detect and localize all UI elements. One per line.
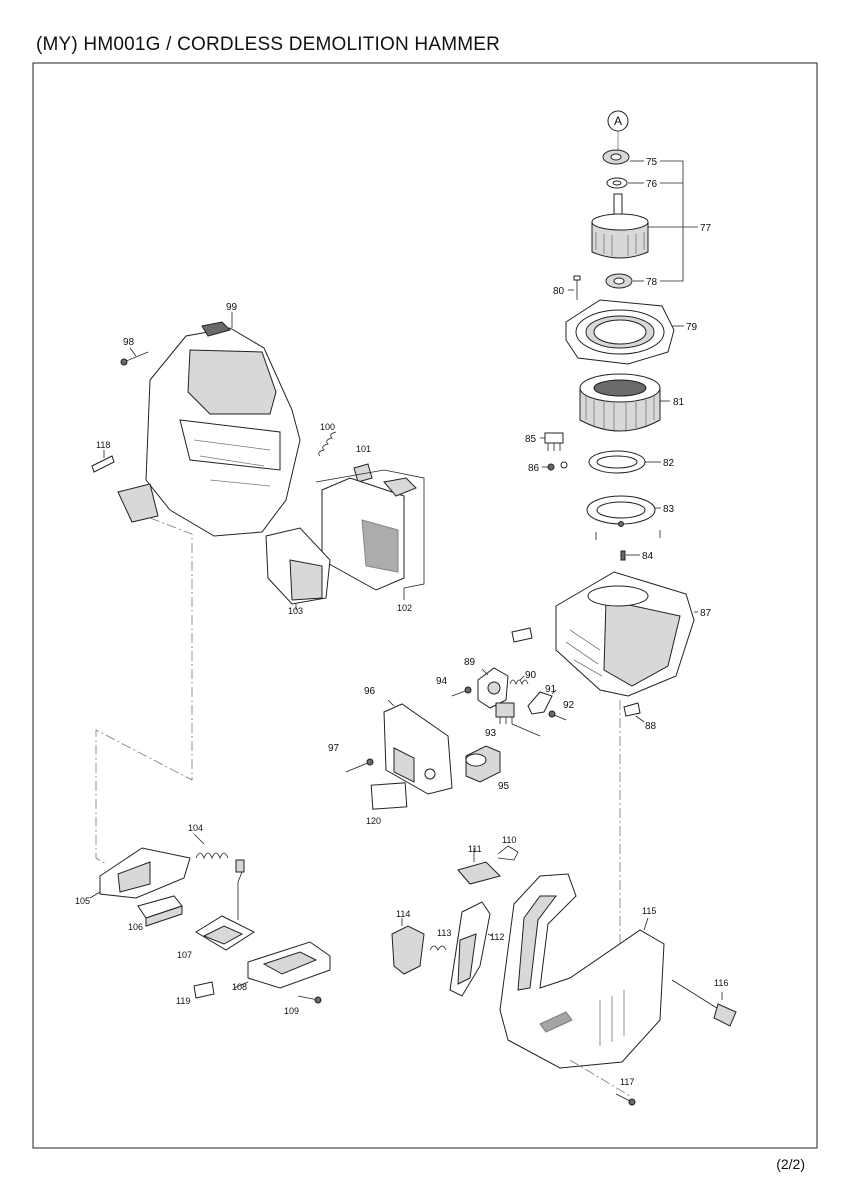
label-110: 110 [502,835,516,845]
label-97: 97 [328,743,340,754]
part-104-spring [193,833,229,860]
label-84: 84 [642,551,654,562]
part-86-screw [542,461,568,471]
part-87-motor-housing [555,571,698,697]
label-90: 90 [525,670,537,681]
label-100: 100 [320,422,335,432]
label-109: 109 [284,1006,299,1016]
label-86: 86 [528,463,540,474]
label-92: 92 [563,700,575,711]
part-81-stator [579,373,670,432]
label-119: 119 [176,996,190,1006]
label-75: 75 [646,157,658,168]
label-82: 82 [663,458,675,469]
part-115-grip-housing [499,873,665,1069]
part-99-handle-housing [117,312,301,537]
label-114: 114 [396,909,410,919]
label-107: 107 [177,950,192,960]
label-76: 76 [646,179,658,190]
part-83-ring [586,495,661,527]
part-119-label [193,981,215,999]
part-111-lever [457,848,501,885]
label-85: 85 [525,434,537,445]
label-89: 89 [464,657,476,668]
label-116: 116 [714,978,728,988]
part-88-pin [623,702,645,723]
label-87: 87 [700,608,712,619]
part-114-switch [391,918,425,975]
part-116-screw [671,979,737,1027]
label-83: 83 [663,504,675,515]
callout-a: A [607,110,629,152]
part-113-spring [429,945,447,951]
part-77-rotor [591,193,698,259]
page-title: (MY) HM001G / CORDLESS DEMOLITION HAMMER [36,34,501,55]
part-95-dial [465,745,501,783]
part-91-lever [527,689,557,715]
part-98-screw [120,347,149,366]
label-117: 117 [620,1077,634,1087]
label-99: 99 [226,302,238,313]
part-120-label [370,782,408,810]
part-102-controller [315,469,425,600]
label-108: 108 [232,982,247,992]
label-88: 88 [645,721,657,732]
label-80: 80 [553,286,565,297]
label-113: 113 [437,928,451,938]
part-103-block [265,527,331,610]
part-109-screw [297,995,322,1004]
part-108-slide [233,941,331,989]
part-82-ring [588,450,661,474]
label-111: 111 [468,844,482,854]
label-102: 102 [397,603,412,613]
label-104: 104 [188,823,203,833]
label-91: 91 [545,684,557,695]
part-75-bearing [602,149,644,165]
label-118: 118 [96,440,110,450]
part-112-trigger [449,901,493,997]
label-98: 98 [123,337,135,348]
part-94-screw [451,686,472,697]
svg-text:A: A [614,114,622,128]
label-101: 101 [356,444,371,454]
label-115: 115 [642,906,656,916]
part-100-spring [318,431,337,457]
part-93-switch [495,702,541,737]
part-110-spring-clip [497,845,519,861]
part-92-screw [548,710,567,721]
part-76-washer [606,177,644,189]
part-101-button [353,463,373,483]
part-85-sensor [540,432,564,451]
label-95: 95 [498,781,510,792]
page-number: (2/2) [776,1156,805,1172]
part-97-screw [345,758,374,773]
part-107-terminal [195,859,256,951]
diagram-frame [32,62,818,1149]
label-112: 112 [490,932,504,942]
part-79-plate [565,299,684,365]
label-77: 77 [700,223,712,234]
label-93: 93 [485,728,497,739]
part-105-latch [89,847,191,899]
part-89-holder [477,667,509,709]
part-96-cover [383,699,453,795]
part-78-bearing [605,273,644,289]
label-106: 106 [128,922,143,932]
part-80-screw [568,275,581,300]
part-117-screw [569,1059,636,1106]
part-84-pin [620,550,640,561]
label-120: 120 [366,816,381,826]
label-94: 94 [436,676,448,687]
label-79: 79 [686,322,698,333]
part-118-pin [91,450,115,473]
label-96: 96 [364,686,376,697]
label-78: 78 [646,277,658,288]
label-105: 105 [75,896,90,906]
label-81: 81 [673,397,685,408]
label-103: 103 [288,606,303,616]
part-106-bar [137,895,183,927]
part-90-spring [509,675,529,686]
